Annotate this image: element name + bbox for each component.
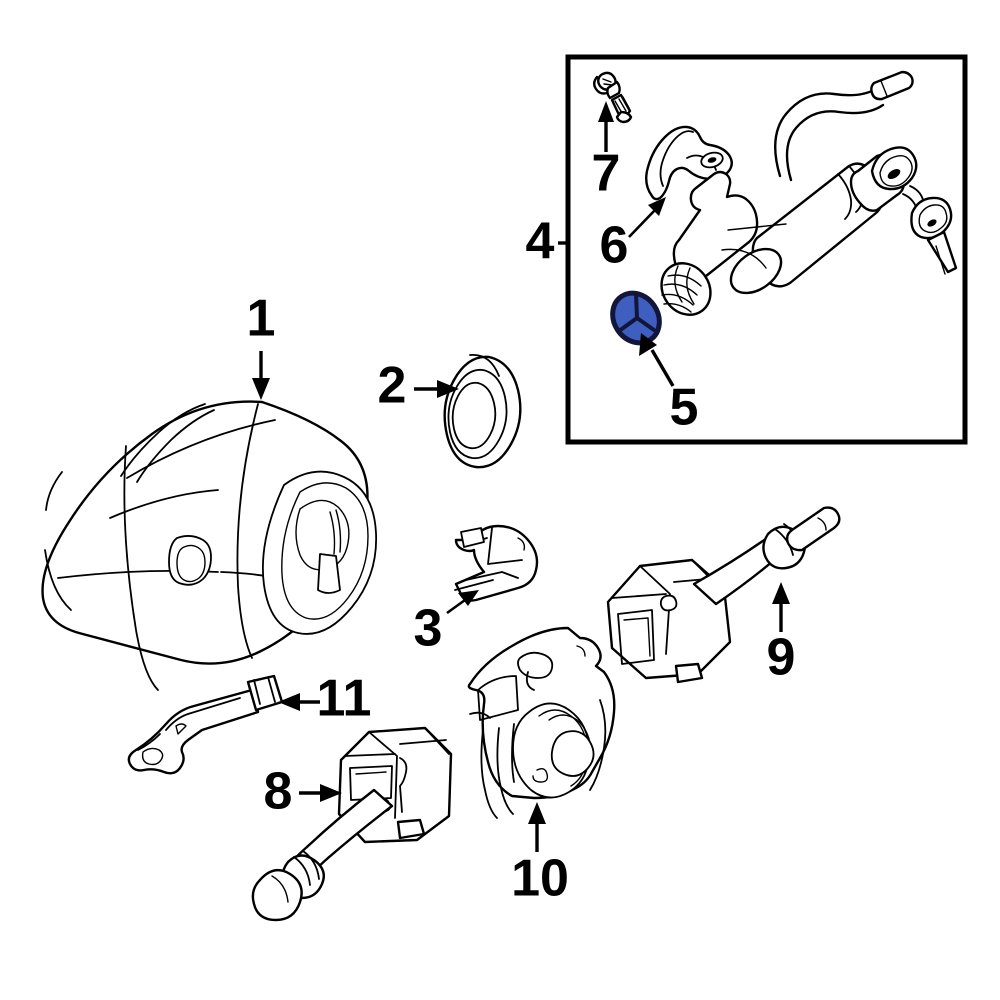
callout-7-leader — [598, 101, 614, 152]
callout-2-leader — [414, 380, 459, 398]
part-steering-column-cover — [41, 400, 378, 691]
callout-label-3: 3 — [414, 600, 443, 658]
callout-label-5: 5 — [670, 379, 699, 437]
callout-label-9: 9 — [767, 629, 796, 687]
part-shear-head-bolt — [593, 71, 633, 124]
inset-box-border — [565, 54, 968, 445]
callout-label-1: 1 — [247, 290, 276, 348]
part-column-cover-ring — [443, 353, 522, 469]
part-wiper-washer-stalk-switch — [606, 506, 841, 684]
callout-11-leader — [278, 693, 320, 711]
callout-8-leader — [299, 784, 342, 802]
part-ignition-keys — [870, 146, 958, 275]
callout-9-leader — [772, 582, 790, 632]
part-turn-signal-stalk-switch — [251, 726, 453, 922]
callout-1-leader — [252, 351, 270, 400]
callout-10-leader — [528, 802, 546, 852]
callout-label-8: 8 — [264, 763, 293, 821]
lock-cylinder-detail-box — [565, 54, 968, 445]
part-ignition-lock-lever — [645, 125, 733, 201]
clockspring-boss — [512, 702, 595, 799]
knurled-ring-hatching — [661, 265, 702, 313]
callout-3-leader — [446, 590, 479, 615]
part-lock-cylinder-body — [660, 153, 906, 316]
callout-label-4: 4 — [526, 213, 555, 271]
callout-label-7: 7 — [592, 145, 621, 203]
part-combination-switch-body — [467, 626, 616, 819]
part-ignition-harness-wire — [774, 70, 914, 182]
cap-nut-facets — [617, 292, 656, 333]
callout-label-2: 2 — [378, 357, 407, 415]
callout-label-10: 10 — [511, 850, 569, 908]
callout-label-11: 11 — [317, 670, 372, 728]
callout-label-6: 6 — [600, 217, 629, 275]
cover-column-opening — [261, 470, 378, 635]
part-tilt-release-lever — [127, 674, 284, 775]
cover-access-window — [168, 535, 212, 586]
part-lock-cylinder-cap-nut — [610, 290, 662, 346]
callout-5-leader — [639, 333, 675, 387]
part-column-clamp-bracket — [454, 524, 539, 602]
callout-6-leader — [628, 197, 666, 238]
